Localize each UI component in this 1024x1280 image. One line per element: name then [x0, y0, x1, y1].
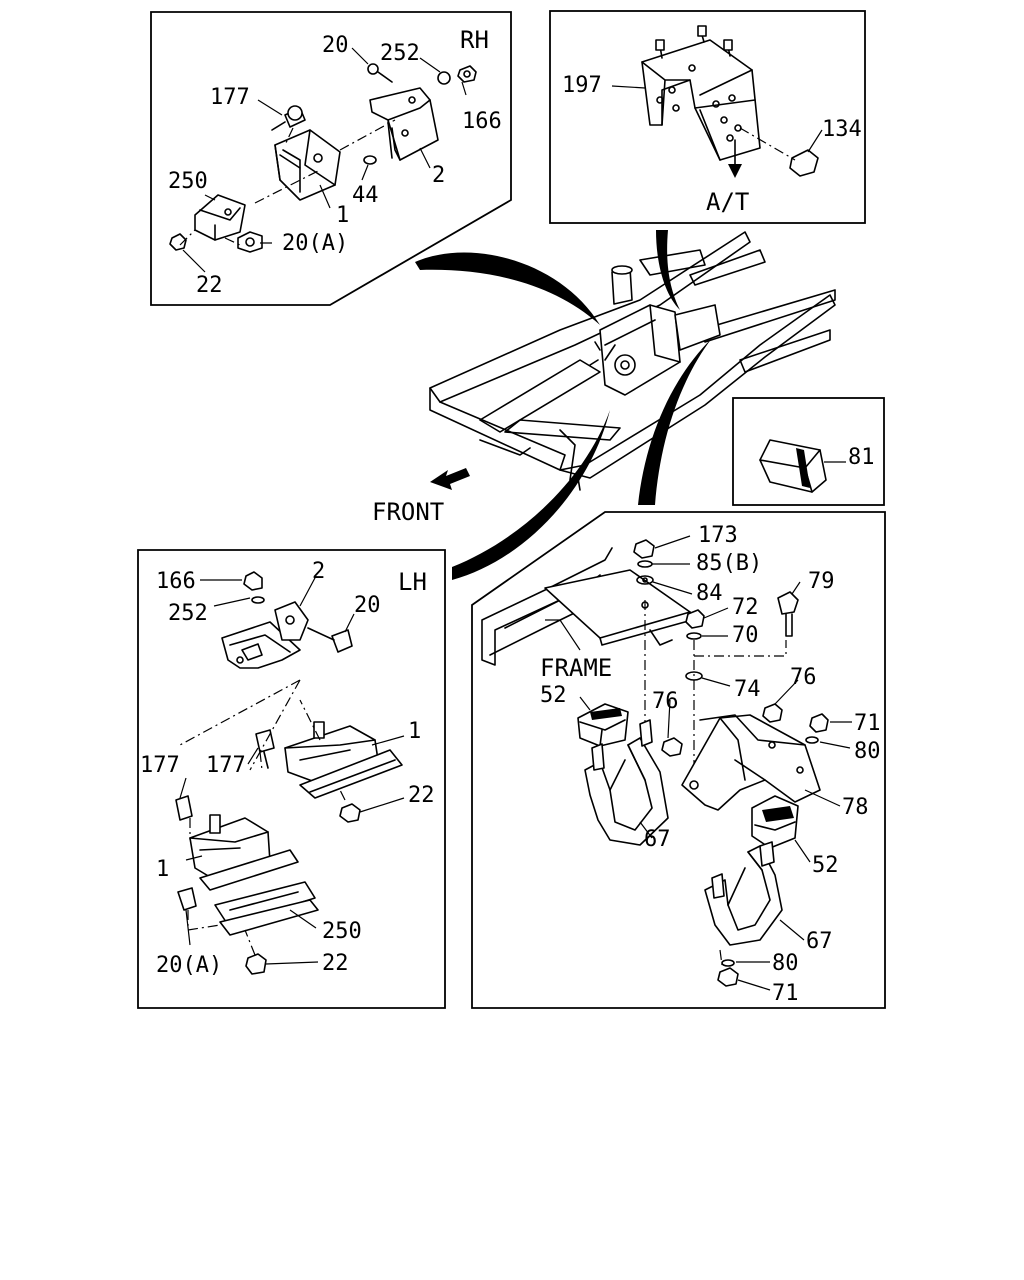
lh-callout-1-left: 1 [156, 857, 169, 882]
rear-callout-76-left: 76 [652, 689, 679, 714]
rear-callout-76-right: 76 [790, 665, 817, 690]
rear-callout-70: 70 [732, 623, 759, 648]
rh-callout-22: 22 [196, 273, 223, 298]
rh-callout-250: 250 [168, 169, 208, 194]
pointer-lh [452, 410, 610, 580]
rh-callout-20: 20 [322, 33, 349, 58]
rear-callout-71-upper: 71 [854, 711, 881, 736]
vehicle-frame-view [429, 231, 836, 491]
lh-callout-20: 20 [354, 593, 381, 618]
rear-callout-67-upper: 67 [644, 827, 671, 852]
rh-title: RH [460, 26, 489, 54]
lh-callout-2: 2 [312, 559, 325, 584]
rear-callout-79: 79 [808, 569, 835, 594]
pointer-at [656, 230, 680, 310]
lh-callout-177-left: 177 [140, 753, 180, 778]
rear-callout-67-lower: 67 [806, 929, 833, 954]
panel-rear-mount: 173 85(B) 84 79 72 70 74 52 76 76 71 80 … [471, 511, 886, 1009]
rh-callout-44: 44 [352, 183, 379, 208]
front-label: FRONT [372, 498, 444, 526]
lh-callout-252: 252 [168, 601, 208, 626]
rh-callout-2: 2 [432, 163, 445, 188]
rh-callout-166: 166 [462, 109, 502, 134]
rear-callout-78: 78 [842, 795, 869, 820]
lh-callout-177-right: 177 [206, 753, 246, 778]
pointer-rh [415, 252, 600, 325]
rear-callout-71-lower: 71 [772, 981, 799, 1006]
at-title: A/T [706, 188, 749, 216]
rear-callout-74: 74 [734, 677, 761, 702]
lh-callout-250: 250 [322, 919, 362, 944]
lh-title: LH [398, 568, 427, 596]
panel-rh: RH 20 252 177 166 [150, 11, 512, 306]
rh-callout-252: 252 [380, 41, 420, 66]
at-callout-134: 134 [822, 117, 862, 142]
rear-callout-72: 72 [732, 595, 759, 620]
frame-label: FRAME [540, 654, 612, 682]
rear-callout-52-upper: 52 [540, 683, 567, 708]
panel-detail-81: 81 [732, 397, 885, 506]
rear-callout-85b: 85(B) [696, 551, 762, 576]
rear-callout-80-upper: 80 [854, 739, 881, 764]
pointer-rear [638, 338, 712, 505]
panel-lh: LH [137, 549, 446, 1009]
rear-callout-80-lower: 80 [772, 951, 799, 976]
rear-callout-52-lower: 52 [812, 853, 839, 878]
rear-callout-173: 173 [698, 523, 738, 548]
rear-callout-84: 84 [696, 581, 723, 606]
rh-callout-1: 1 [336, 203, 349, 228]
lh-callout-20a: 20(A) [156, 953, 222, 978]
lh-callout-22-lower: 22 [322, 951, 349, 976]
detail-callout-81: 81 [848, 445, 875, 470]
lh-callout-22-upper: 22 [408, 783, 435, 808]
rh-callout-20a: 20(A) [282, 231, 348, 256]
rh-callout-177: 177 [210, 85, 250, 110]
lh-callout-166: 166 [156, 569, 196, 594]
panel-at: 197 134 A/T [549, 10, 866, 224]
lh-callout-1-right: 1 [408, 719, 421, 744]
front-arrow [430, 468, 470, 490]
at-callout-197: 197 [562, 73, 602, 98]
